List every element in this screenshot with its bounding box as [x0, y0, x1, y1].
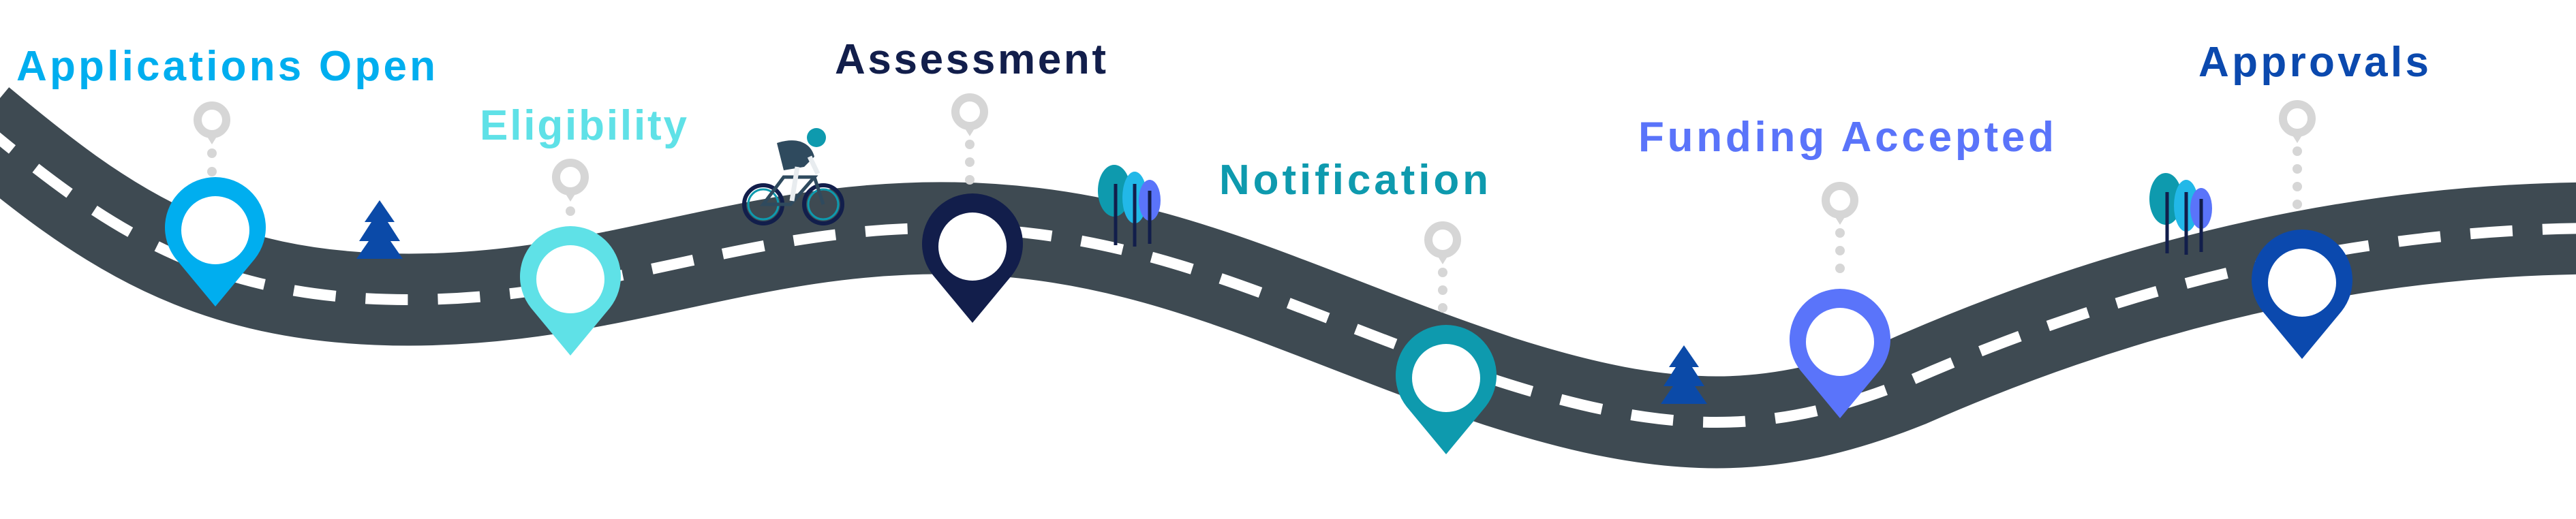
- tree-cluster-icon: [2149, 173, 2212, 255]
- tree-cluster-icon: [1098, 165, 1161, 247]
- map-pin-icon: [520, 226, 621, 356]
- map-pin-icon: [2252, 230, 2352, 359]
- map-pin-icon: [922, 193, 1023, 323]
- milestone-label: Funding Accepted: [1638, 114, 2054, 161]
- pine-tree-icon: [356, 200, 403, 259]
- milestone-applications-open: Applications Open: [16, 43, 435, 306]
- grey-marker-icon: [1428, 225, 1457, 264]
- grey-marker-icon: [2283, 104, 2312, 143]
- milestone-label: Applications Open: [16, 43, 435, 90]
- milestone-notification: Notification: [1219, 157, 1497, 454]
- road: [0, 87, 2576, 469]
- grey-marker-icon: [955, 97, 984, 136]
- milestone-label: Eligibility: [480, 102, 688, 149]
- grey-marker-icon: [556, 163, 585, 202]
- milestone-label: Assessment: [835, 36, 1106, 83]
- grey-marker-icon: [1826, 186, 1854, 225]
- map-pin-icon: [1790, 289, 1890, 418]
- cyclist-icon: [742, 128, 844, 225]
- road-center-dashes: [0, 132, 2576, 428]
- grey-marker-icon: [198, 106, 226, 144]
- map-pin-icon: [165, 177, 266, 306]
- map-pin-icon: [1396, 325, 1497, 454]
- milestone-funding-accepted: Funding Accepted: [1638, 114, 2054, 418]
- milestone-approvals: Approvals: [2198, 39, 2429, 359]
- milestone-label: Notification: [1219, 157, 1488, 204]
- milestone-eligibility: Eligibility: [480, 102, 688, 356]
- milestone-label: Approvals: [2198, 39, 2429, 86]
